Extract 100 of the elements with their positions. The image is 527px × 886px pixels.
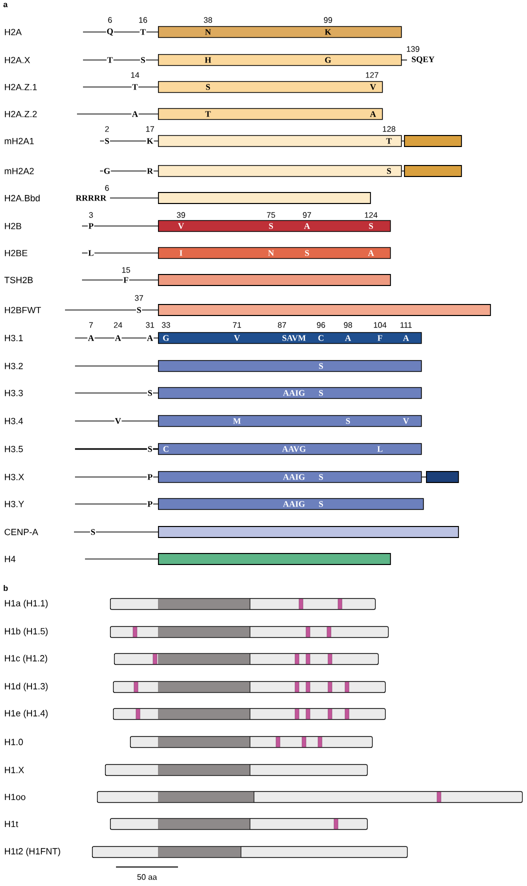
residue-letter: R bbox=[146, 168, 154, 174]
connector-line bbox=[421, 476, 426, 478]
residue-number: 104 bbox=[374, 322, 386, 328]
variant-name: H1t bbox=[4, 820, 18, 828]
variant-name: H2A bbox=[4, 28, 22, 36]
residue-letter: T bbox=[106, 56, 114, 64]
residue-letter: S bbox=[136, 306, 142, 314]
residue-letter: Q bbox=[106, 28, 114, 36]
residue-number: 17 bbox=[146, 126, 154, 132]
residue-letter: S bbox=[147, 446, 153, 452]
variant-name: H1.X bbox=[4, 766, 24, 774]
protein-bar bbox=[84, 553, 391, 565]
residue-letter: V bbox=[114, 418, 122, 424]
variant-name: H1c (H1.2) bbox=[4, 654, 48, 664]
residue-number: 75 bbox=[266, 212, 276, 218]
residue-letter: RRRRR bbox=[75, 194, 107, 202]
protein-bar bbox=[426, 471, 459, 483]
residue-number: 96 bbox=[316, 322, 326, 328]
residue-number: 6 bbox=[108, 17, 112, 23]
protein-bar bbox=[404, 135, 462, 147]
residue-number: 39 bbox=[176, 212, 186, 218]
residue-letter: P bbox=[146, 474, 154, 480]
residue-number: 97 bbox=[302, 212, 312, 218]
variant-name: H3.1 bbox=[4, 334, 23, 342]
variant-name: H2A.Z.2 bbox=[4, 110, 37, 118]
residue-letter: S bbox=[140, 56, 146, 64]
residue-number: 98 bbox=[344, 322, 352, 328]
residue-number: 24 bbox=[114, 322, 122, 328]
variant-name: H3.4 bbox=[4, 418, 23, 424]
variant-name: H1a (H1.1) bbox=[4, 600, 48, 608]
variant-name: mH2A2 bbox=[4, 168, 34, 174]
variant-name: H3.5 bbox=[4, 446, 23, 452]
protein-bar bbox=[105, 764, 368, 776]
residue-number: 71 bbox=[232, 322, 242, 328]
residue-number: 2 bbox=[105, 126, 109, 132]
residue-number: 124 bbox=[364, 212, 378, 218]
connector-line bbox=[401, 140, 404, 142]
residue-letter: S bbox=[90, 528, 96, 536]
residue-number: 31 bbox=[146, 322, 154, 328]
variant-name: H1b (H1.5) bbox=[4, 628, 48, 636]
protein-bar: S bbox=[74, 360, 422, 372]
variant-name: mH2A1 bbox=[4, 138, 34, 144]
residue-number: 6 bbox=[105, 185, 109, 191]
variant-name: H3.Y bbox=[4, 500, 24, 508]
variant-name: H3.X bbox=[4, 474, 24, 480]
variant-name: TSH2B bbox=[4, 276, 33, 284]
residue-number: 16 bbox=[139, 17, 148, 23]
residue-letter: A bbox=[114, 334, 122, 342]
variant-name: H1oo bbox=[4, 794, 26, 800]
variant-name: H2A.Bbd bbox=[4, 194, 40, 202]
residue-letter: P bbox=[88, 222, 94, 230]
residue-number: 128 bbox=[382, 126, 396, 132]
protein-bar bbox=[110, 598, 376, 610]
variant-name: H2A.Z.1 bbox=[4, 84, 37, 90]
residue-number: 7 bbox=[89, 322, 93, 328]
residue-letter: T bbox=[140, 28, 146, 36]
residue-number: 37 bbox=[134, 295, 144, 301]
residue-number: 14 bbox=[131, 72, 140, 78]
variant-name: H1t2 (H1FNT) bbox=[4, 848, 60, 856]
protein-bar bbox=[92, 846, 408, 858]
protein-bar bbox=[404, 165, 462, 177]
variant-name: H3.2 bbox=[4, 362, 23, 370]
residue-letter: F bbox=[122, 276, 130, 284]
residue-number: 139 bbox=[406, 46, 420, 52]
residue-number: 127 bbox=[366, 72, 378, 78]
residue-number: 3 bbox=[89, 212, 93, 218]
protein-bar bbox=[130, 736, 373, 748]
panel-letter: a bbox=[3, 2, 8, 8]
scale-label: 50 aa bbox=[137, 874, 157, 880]
variant-name: H2BE bbox=[4, 250, 28, 256]
variant-name: H3.3 bbox=[4, 390, 23, 396]
variant-name: H1.0 bbox=[4, 738, 23, 746]
variant-name: H2B bbox=[4, 222, 22, 230]
residue-letter: S bbox=[147, 390, 153, 396]
residue-letter: K bbox=[146, 138, 154, 144]
residue-letter: G bbox=[103, 168, 111, 174]
residue-number: 111 bbox=[400, 322, 412, 328]
residue-letter: L bbox=[88, 250, 94, 256]
variant-name: H2BFWT bbox=[4, 306, 41, 314]
residue-number: 99 bbox=[324, 17, 332, 23]
variant-name: H2A.X bbox=[4, 56, 30, 64]
residue-letter: A bbox=[146, 334, 154, 342]
residue-number: 15 bbox=[122, 267, 130, 273]
protein-bar bbox=[110, 626, 389, 638]
residue-letter: S bbox=[104, 138, 110, 144]
protein-bar bbox=[114, 653, 379, 665]
residue-number: 87 bbox=[278, 322, 286, 328]
panel-letter: b bbox=[4, 585, 8, 591]
residue-number: 38 bbox=[204, 17, 212, 23]
residue-letter: P bbox=[146, 500, 154, 508]
residue-letter: SQEY bbox=[410, 56, 436, 64]
variant-name: H1e (H1.4) bbox=[4, 710, 48, 718]
residue-letter: A bbox=[87, 334, 95, 342]
protein-bar bbox=[113, 681, 386, 693]
protein-bar bbox=[97, 791, 523, 803]
residue-letter: A bbox=[131, 110, 139, 118]
protein-bar bbox=[110, 818, 368, 830]
variant-name: H4 bbox=[4, 556, 16, 562]
protein-bar bbox=[113, 708, 386, 720]
variant-name: CENP-A bbox=[4, 528, 38, 536]
